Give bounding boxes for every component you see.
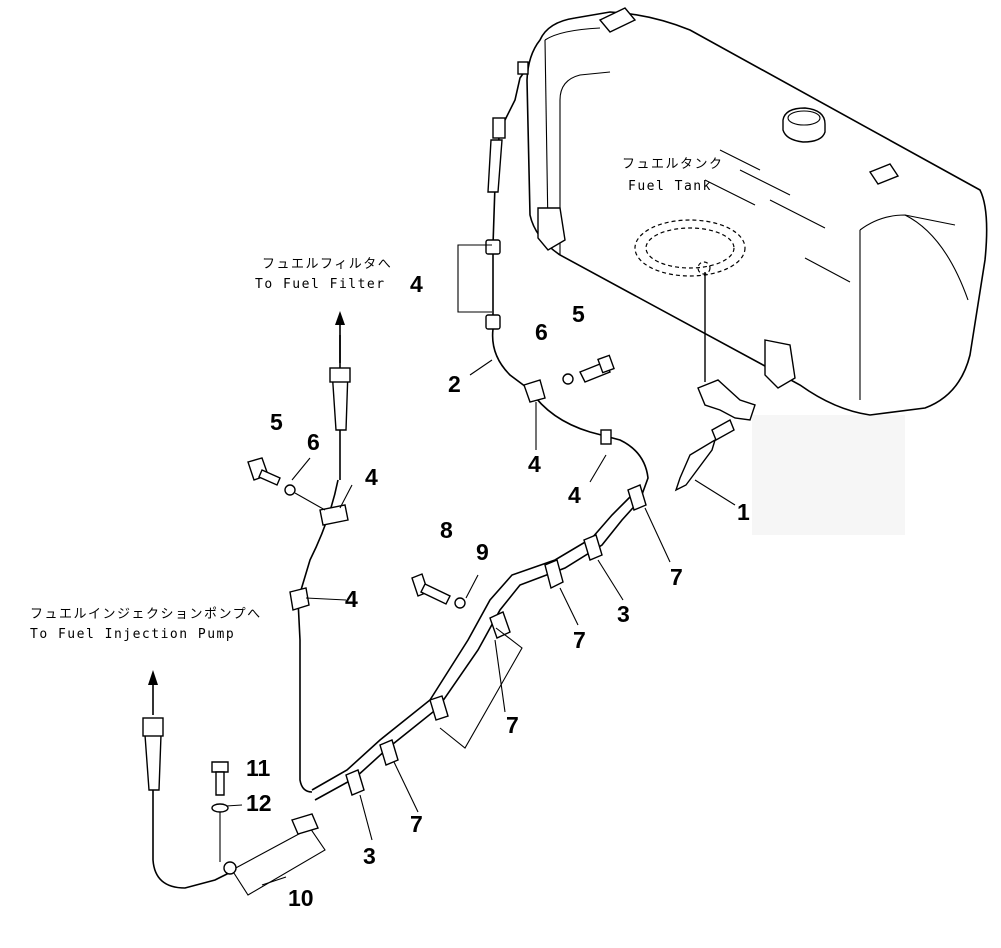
callout-4: 4 [410,271,423,297]
callout-4: 4 [568,482,581,508]
return-pipe [485,61,649,501]
callout-7: 7 [410,811,423,837]
background-patch [752,415,905,535]
callout-numbers: 4 2 6 5 4 4 1 5 6 4 4 8 9 7 3 7 7 7 3 11… [246,271,750,911]
callout-6: 6 [307,429,320,455]
callout-4: 4 [365,464,378,490]
callout-4: 4 [345,586,358,612]
callout-2: 2 [448,371,461,397]
fuel-filter-label-en: To Fuel Filter [255,277,386,292]
callout-3: 3 [617,601,630,627]
callout-5: 5 [270,409,283,435]
filter-line [247,311,351,793]
fuel-tank: フュエルタンク Fuel Tank [526,7,988,416]
callout-7: 7 [506,712,519,738]
bolt-washer-8-9 [411,573,466,609]
fuel-filter-label-jp: フュエルフィルタへ [262,257,392,272]
callout-6: 6 [535,319,548,345]
drain-hose [674,272,756,492]
callout-12: 12 [246,790,272,816]
callout-7: 7 [670,564,683,590]
callout-1: 1 [737,499,750,525]
callout-3: 3 [363,843,376,869]
fuel-tank-label-jp: フュエルタンク [622,157,724,172]
main-pipe [311,484,647,801]
injection-line [142,670,326,896]
leader-lines [225,359,736,886]
injection-pump-label-en: To Fuel Injection Pump [30,627,235,642]
callout-5: 5 [572,301,585,327]
injection-pump-label-jp: フュエルインジェクションポンプへ [30,607,262,622]
callout-10: 10 [288,885,314,911]
fuel-tank-label-en: Fuel Tank [628,179,712,194]
callout-4: 4 [528,451,541,477]
callout-9: 9 [476,539,489,565]
clamp-bolt-group-upper [523,354,615,445]
callout-7: 7 [573,627,586,653]
callout-bracket [457,244,492,313]
callout-8: 8 [440,517,453,543]
callout-11: 11 [246,755,271,781]
